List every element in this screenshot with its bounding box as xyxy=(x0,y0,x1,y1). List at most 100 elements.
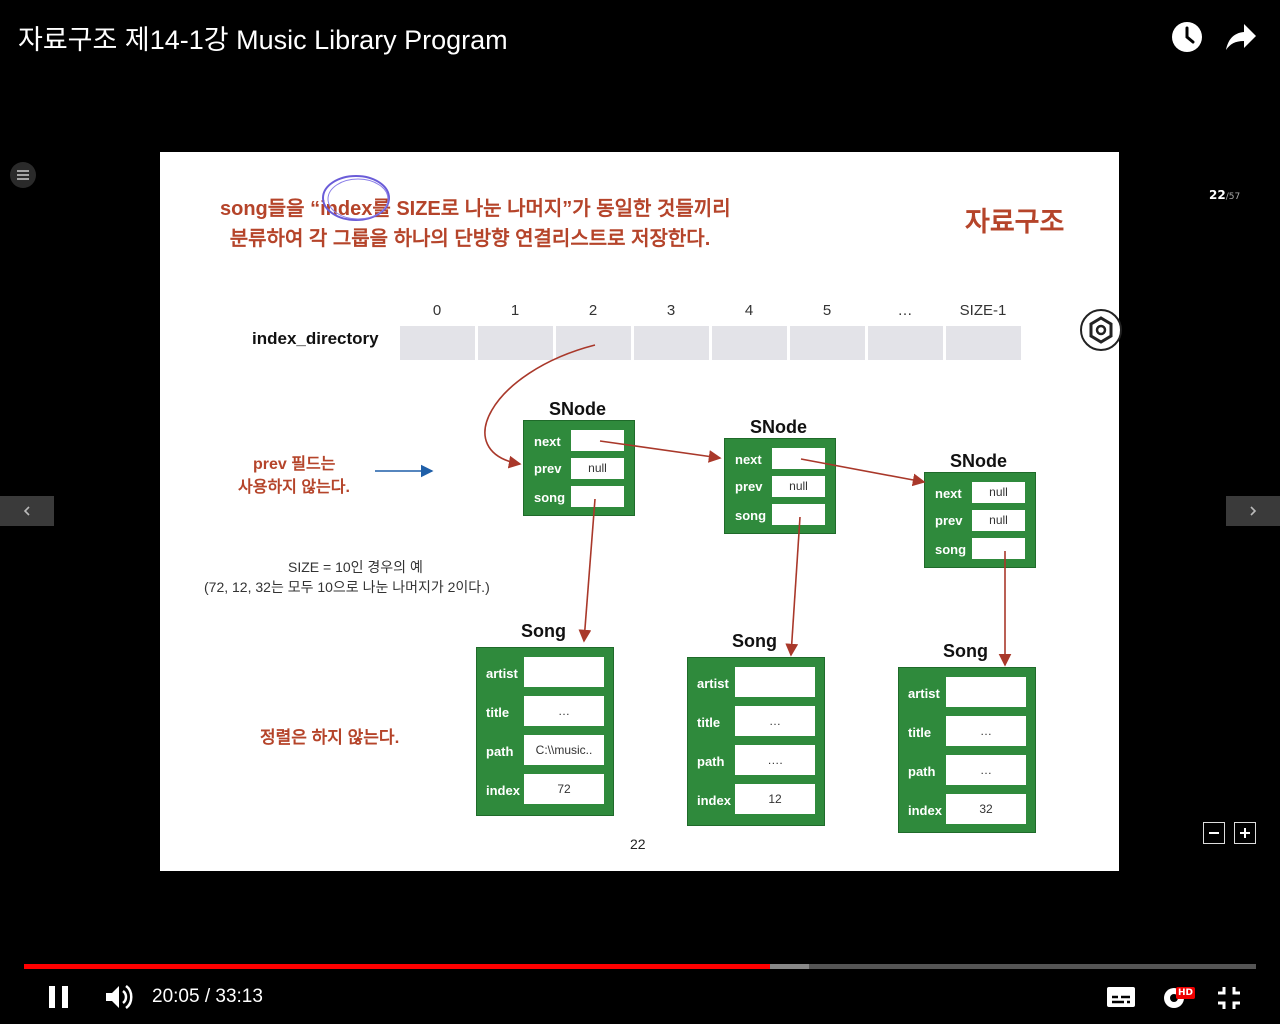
song-title-field: … xyxy=(524,696,604,726)
snode-next-label: next xyxy=(935,486,962,501)
snode-box: next null prev null song xyxy=(924,472,1036,568)
arrow-snode1-song xyxy=(578,498,596,643)
snode-prev-field: null xyxy=(772,476,825,497)
progress-played xyxy=(24,964,770,969)
share-icon xyxy=(1226,24,1256,50)
zoom-in-button[interactable] xyxy=(1234,822,1256,844)
snode-song-field xyxy=(972,538,1025,559)
zoom-out-button[interactable] xyxy=(1203,822,1225,844)
hexagon-button[interactable] xyxy=(1080,309,1122,351)
slide-badge: 자료구조 xyxy=(965,207,1065,237)
arrow-snode2-next xyxy=(800,458,926,487)
pause-button[interactable] xyxy=(44,980,76,1014)
prev-note-line1: prev 필드는 xyxy=(253,456,336,473)
song-artist-field xyxy=(524,657,604,687)
snode-next-field xyxy=(571,430,624,451)
song-artist-field xyxy=(735,667,815,697)
song-path-label: path xyxy=(908,764,936,779)
time-current: 20:05 xyxy=(152,986,200,1007)
index-label: 3 xyxy=(666,302,676,319)
snode-prev-label: prev xyxy=(935,513,963,528)
song-box: artist title … path …. index 12 xyxy=(687,657,825,826)
song-box: artist title … path C:\\music.. index 72 xyxy=(476,647,614,816)
index-label: 0 xyxy=(432,302,442,319)
video-title[interactable]: 자료구조 제14-1강 Music Library Program xyxy=(18,25,508,55)
example-line1: SIZE = 10인 경우의 예 xyxy=(288,559,423,575)
exit-fullscreen-button[interactable] xyxy=(1212,982,1246,1014)
song-title: Song xyxy=(521,621,566,641)
example-line2: (72, 12, 32는 모두 10으로 나눈 나머지가 2이다.) xyxy=(204,579,490,595)
page-number: 22 xyxy=(630,836,646,852)
hexagon-icon xyxy=(1089,316,1113,344)
prev-slide-button[interactable] xyxy=(0,496,54,526)
snode-prev-field: null xyxy=(571,458,624,479)
index-label: 5 xyxy=(822,302,832,319)
subtitles-icon xyxy=(1107,987,1135,1007)
menu-button[interactable] xyxy=(10,162,36,188)
slide-headline-line2: 분류하여 각 그룹을 하나의 단방향 연결리스트로 저장한다. xyxy=(229,228,711,250)
volume-icon xyxy=(106,984,133,1010)
song-path-label: path xyxy=(697,754,725,769)
zoom-in-icon xyxy=(1240,828,1250,838)
next-slide-icon xyxy=(1250,506,1257,516)
snode-next-field xyxy=(772,448,825,469)
index-directory-label: index_directory xyxy=(252,329,379,348)
song-artist-label: artist xyxy=(486,666,518,681)
menu-icon xyxy=(17,170,29,180)
song-title: Song xyxy=(732,631,777,651)
progress-bar[interactable] xyxy=(24,964,1256,969)
song-path-label: path xyxy=(486,744,514,759)
pointer-arrows xyxy=(375,344,1012,667)
settings-button[interactable]: HD xyxy=(1160,982,1200,1014)
highlight-circle xyxy=(322,175,390,221)
watch-later-button[interactable] xyxy=(1170,20,1204,54)
time-display: 20:05 / 33:13 xyxy=(152,986,263,1008)
snode-song-label: song xyxy=(935,542,967,557)
snode-box: next prev null song xyxy=(724,438,836,534)
snode-next-field: null xyxy=(972,482,1025,503)
song-title-label: title xyxy=(486,705,510,720)
snode-song-field xyxy=(772,504,825,525)
song-title-label: title xyxy=(697,715,721,730)
array-cell xyxy=(634,326,709,360)
hd-badge: HD xyxy=(1176,987,1196,999)
array-cell xyxy=(868,326,943,360)
snode-prev-label: prev xyxy=(735,479,763,494)
volume-button[interactable] xyxy=(102,980,136,1014)
watch-later-icon xyxy=(1172,22,1202,52)
song-index-label: index xyxy=(908,803,942,818)
song-artist-label: artist xyxy=(908,686,940,701)
song-index-label: index xyxy=(697,793,731,808)
arrow-snode2-song xyxy=(785,516,801,657)
snode-title: SNode xyxy=(549,399,607,419)
index-directory-array xyxy=(400,326,1021,360)
arrow-index-to-snode xyxy=(484,344,596,469)
time-separator: / xyxy=(199,986,216,1007)
array-cell xyxy=(400,326,475,360)
song-path-field: …. xyxy=(735,745,815,775)
song-artist-label: artist xyxy=(697,676,729,691)
next-slide-button[interactable] xyxy=(1226,496,1280,526)
time-total: 33:13 xyxy=(215,986,263,1007)
array-cell xyxy=(556,326,631,360)
share-button[interactable] xyxy=(1224,22,1258,52)
song-artist-field xyxy=(946,677,1026,707)
slide-headline-line1: song들을 “index를 SIZE로 나눈 나머지”가 동일한 것들끼리 xyxy=(220,198,731,220)
song-title: Song xyxy=(943,641,988,661)
snode-box: next prev null song xyxy=(523,420,635,516)
pause-icon xyxy=(49,986,68,1008)
prev-slide-icon xyxy=(23,506,30,516)
song-index-field: 72 xyxy=(524,774,604,804)
snode-prev-label: prev xyxy=(534,461,562,476)
song-title-label: title xyxy=(908,725,932,740)
snode-next-label: next xyxy=(735,452,762,467)
index-label: SIZE-1 xyxy=(959,302,1007,319)
song-path-field: C:\\music.. xyxy=(524,735,604,765)
song-path-field: … xyxy=(946,755,1026,785)
snode-title: SNode xyxy=(750,417,808,437)
index-label: 1 xyxy=(510,302,520,319)
song-index-label: index xyxy=(486,783,520,798)
song-index-field: 32 xyxy=(946,794,1026,824)
subtitles-button[interactable] xyxy=(1104,982,1138,1012)
song-title-field: … xyxy=(946,716,1026,746)
